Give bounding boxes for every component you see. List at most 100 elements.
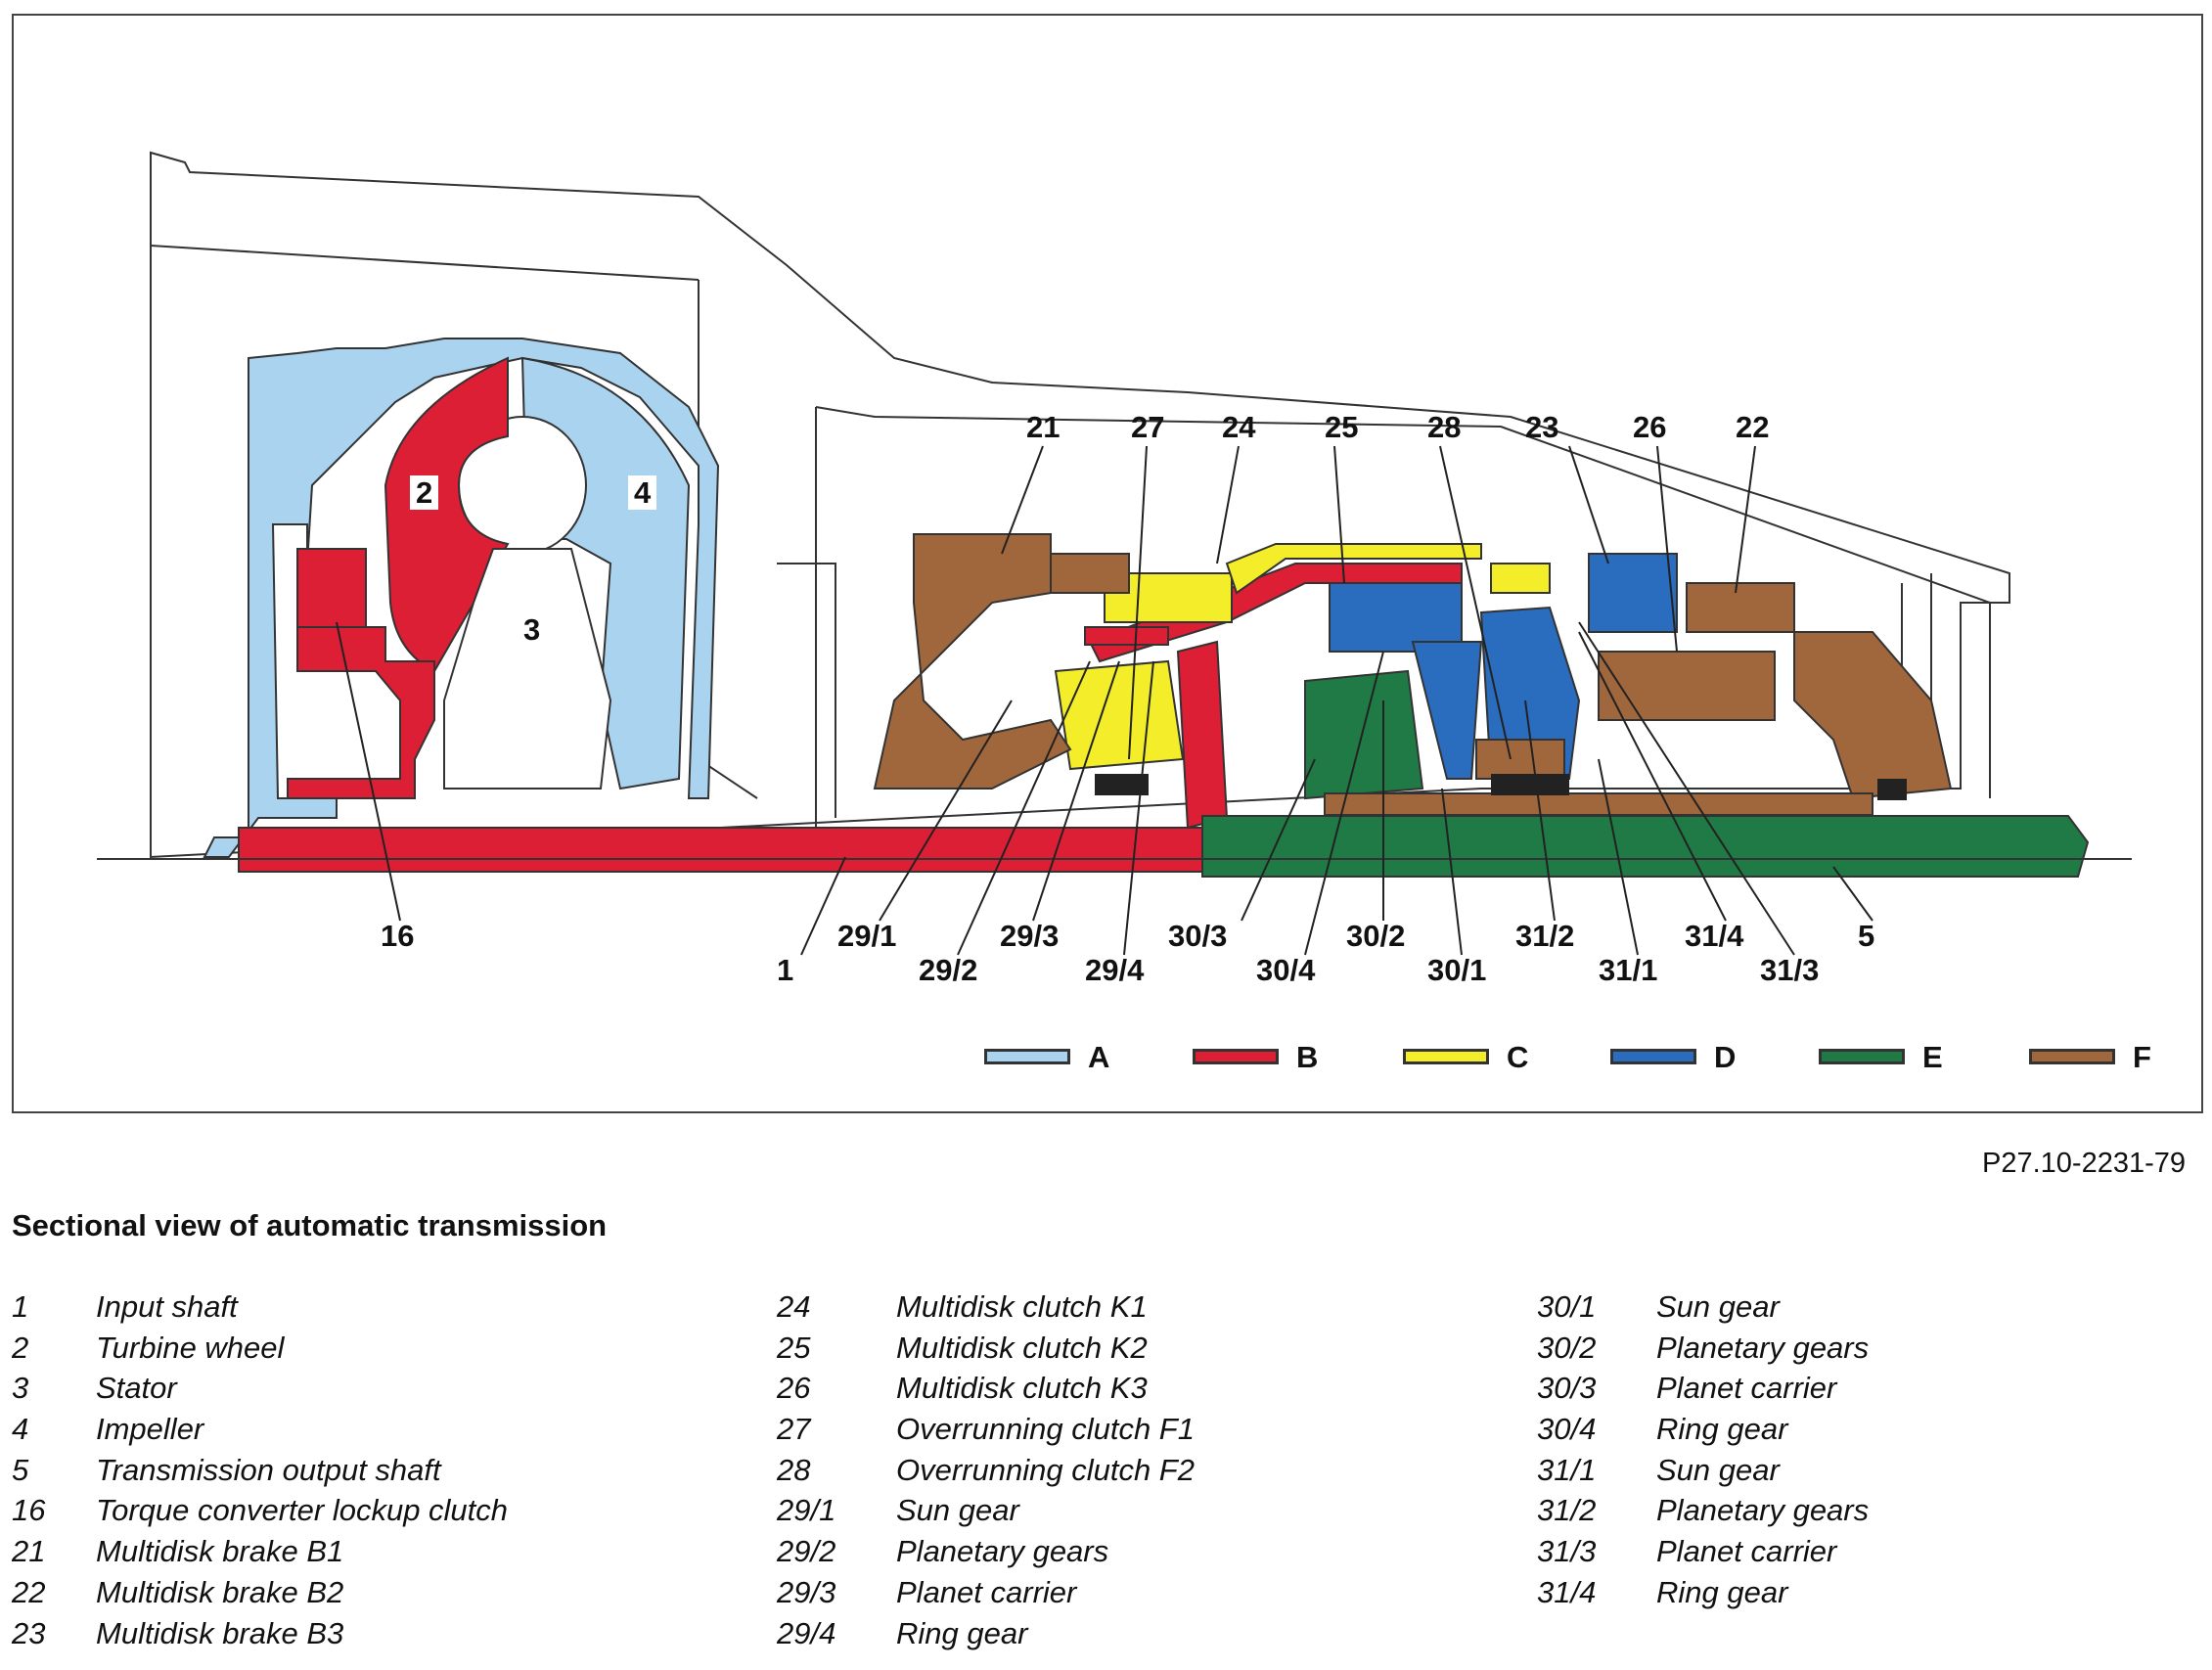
callout-1: 1 (777, 953, 794, 987)
key-description: Overrunning clutch F2 (896, 1452, 1195, 1487)
callout-31-1: 31/1 (1599, 953, 1658, 987)
transmission-figure: 2 3 4 21 27 24 25 28 23 26 22 16 1 29/1 … (12, 14, 2203, 1113)
legend-swatch (984, 1049, 1070, 1064)
key-description: Transmission output shaft (96, 1452, 441, 1487)
legend-item-f: F (2029, 1040, 2151, 1073)
label-turbine: 2 (410, 475, 439, 510)
callout-21: 21 (1026, 410, 1061, 444)
callout-29-4: 29/4 (1085, 953, 1145, 987)
key-number: 5 (12, 1452, 29, 1487)
key-number: 4 (12, 1412, 29, 1447)
label-impeller: 4 (628, 475, 657, 510)
callout-31-4: 31/4 (1685, 919, 1744, 953)
key-number: 23 (12, 1615, 46, 1650)
figure-caption: Sectional view of automatic transmission (12, 1208, 608, 1242)
key-row: 31/1 Sun gear (1537, 1450, 1869, 1491)
callout-16: 16 (381, 919, 415, 953)
callout-24: 24 (1222, 410, 1256, 444)
callout-25: 25 (1325, 410, 1359, 444)
key-description: Planet carrier (896, 1574, 1077, 1609)
key-description: Planetary gears (1656, 1330, 1870, 1365)
key-row: 4 Impeller (12, 1409, 508, 1450)
key-number: 26 (777, 1371, 811, 1406)
legend-item-d: D (1610, 1040, 1736, 1073)
key-row: 21 Multidisk brake B1 (12, 1531, 508, 1572)
legend-label: F (2133, 1039, 2151, 1074)
overrunning-clutch-f1 (1054, 659, 1185, 771)
key-row: 31/4 Ring gear (1537, 1572, 1869, 1613)
key-description: Planet carrier (1656, 1534, 1837, 1569)
callout-27: 27 (1131, 410, 1165, 444)
key-description: Ring gear (1656, 1412, 1788, 1447)
legend-swatch (1403, 1049, 1489, 1064)
key-number: 29/1 (777, 1493, 836, 1528)
callout-26: 26 (1633, 410, 1667, 444)
key-number: 31/2 (1537, 1493, 1597, 1528)
key-description: Multidisk clutch K1 (896, 1289, 1148, 1324)
key-number: 30/2 (1537, 1330, 1597, 1365)
key-row: 30/3 Planet carrier (1537, 1368, 1869, 1409)
key-row: 3 Stator (12, 1368, 508, 1409)
key-number: 31/3 (1537, 1534, 1597, 1569)
callout-30-3: 30/3 (1168, 919, 1228, 953)
brake-b2 (1686, 582, 1795, 633)
legend-swatch (1193, 1049, 1279, 1064)
key-description: Stator (96, 1371, 177, 1406)
key-number: 16 (12, 1493, 46, 1528)
legend-label: E (1922, 1039, 1943, 1074)
callout-30-4: 30/4 (1256, 953, 1316, 987)
clutch-k3 (1588, 553, 1678, 633)
key-number: 3 (12, 1371, 29, 1406)
key-number: 30/3 (1537, 1371, 1597, 1406)
key-description: Planet carrier (1656, 1371, 1837, 1406)
key-number: 28 (777, 1452, 811, 1487)
key-description: Planetary gears (1656, 1493, 1870, 1528)
leader-lines (336, 445, 1873, 956)
transmission-section-drawing (97, 151, 2132, 956)
key-row: 31/3 Planet carrier (1537, 1531, 1869, 1572)
key-row: 30/2 Planetary gears (1537, 1328, 1869, 1369)
clutch-k2 (1329, 582, 1463, 653)
callout-30-2: 30/2 (1346, 919, 1406, 953)
callout-31-3: 31/3 (1760, 953, 1820, 987)
key-row: 5 Transmission output shaft (12, 1450, 508, 1491)
key-description: Torque converter lockup clutch (96, 1493, 509, 1528)
legend-item-c: C (1403, 1040, 1528, 1073)
callout-28: 28 (1427, 410, 1462, 444)
callout-31-2: 31/2 (1515, 919, 1575, 953)
legend-swatch (1610, 1049, 1696, 1064)
reference-code: P27.10-2231-79 (1982, 1148, 2186, 1179)
legend-swatch (1819, 1049, 1905, 1064)
legend-item-e: E (1819, 1040, 1943, 1073)
key-description: Multidisk brake B1 (96, 1534, 344, 1569)
key-description: Sun gear (1656, 1452, 1780, 1487)
key-number: 2 (12, 1330, 29, 1365)
key-description: Multidisk brake B3 (96, 1615, 344, 1650)
input-shaft (238, 827, 1218, 873)
key-number: 31/4 (1537, 1574, 1597, 1609)
key-number: 1 (12, 1289, 29, 1324)
legend-item-b: B (1193, 1040, 1318, 1073)
key-description: Ring gear (1656, 1574, 1788, 1609)
key-description: Planetary gears (896, 1534, 1109, 1569)
key-number: 24 (777, 1289, 811, 1324)
legend-item-a: A (984, 1040, 1109, 1073)
key-number: 21 (12, 1534, 46, 1569)
key-number: 31/1 (1537, 1452, 1597, 1487)
callout-23: 23 (1525, 410, 1559, 444)
legend-label: C (1507, 1039, 1529, 1074)
key-description: Impeller (96, 1412, 204, 1447)
callout-22: 22 (1736, 410, 1770, 444)
